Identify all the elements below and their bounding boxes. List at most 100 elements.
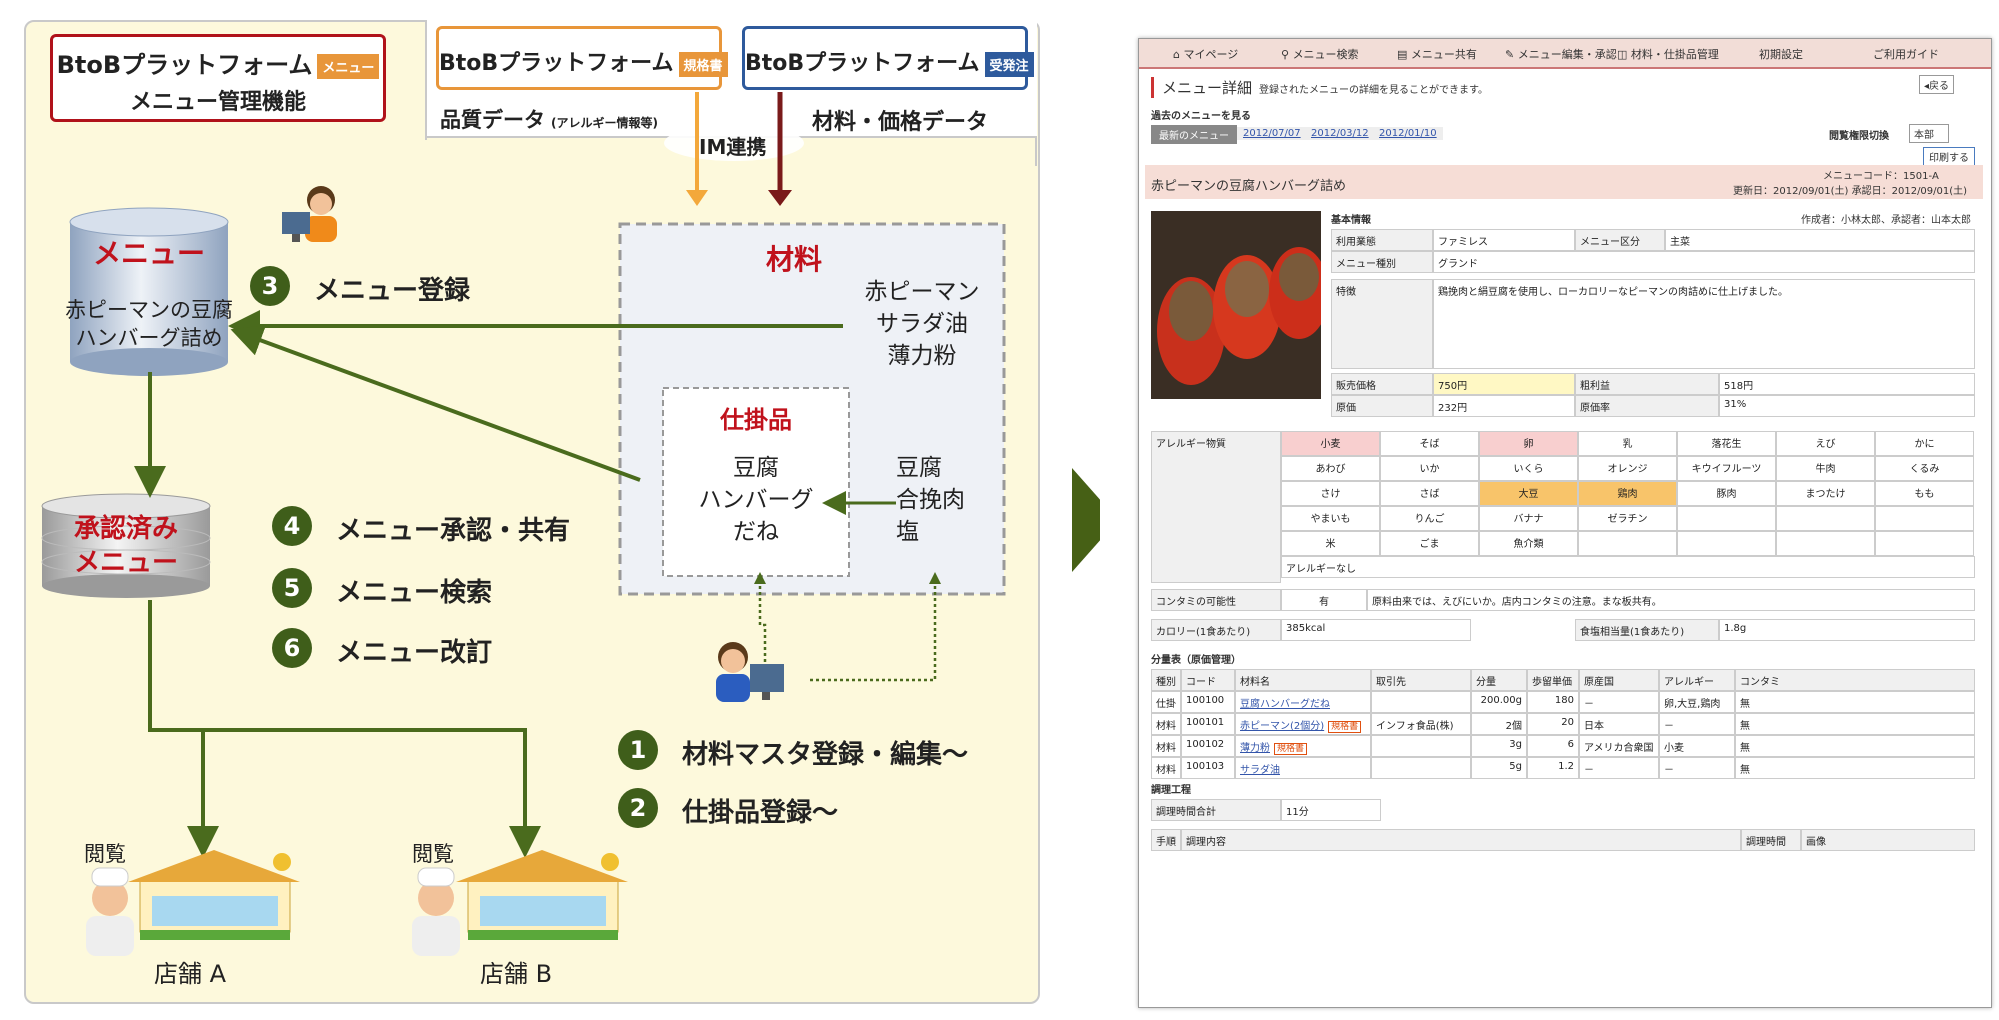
spec-badge[interactable]: 規格書 — [1328, 721, 1362, 733]
nav-settings[interactable]: 初期設定 — [1759, 48, 1803, 61]
history-tab[interactable]: 2012/01/10 — [1373, 127, 1443, 140]
salt-value: 1.8g — [1719, 619, 1975, 641]
recipe-cell: 仕掛 — [1151, 691, 1181, 713]
allergen-cell — [1677, 506, 1776, 531]
recipe-header-cell: コンタミ — [1735, 669, 1975, 691]
menu-code: メニューコード：1501-A — [1823, 171, 1939, 182]
platform-spec-tag: 規格書 — [678, 51, 728, 77]
nav-guide[interactable]: ご利用ガイド — [1873, 48, 1939, 61]
recipe-cell: 無 — [1735, 757, 1975, 779]
recipe-cell: － — [1579, 757, 1659, 779]
biz-label: 利用業態 — [1331, 229, 1433, 251]
platform-order-box: BtoBプラットフォーム受発注 — [742, 26, 1034, 90]
allergen-cell — [1875, 506, 1974, 531]
allergen-cell: 大豆 — [1479, 481, 1578, 506]
print-button[interactable]: 印刷する — [1923, 147, 1975, 166]
recipe-cell[interactable]: 豆腐ハンバーグだね — [1235, 691, 1371, 713]
recipe-cell: － — [1579, 691, 1659, 713]
store-a-label: 店舗 A — [154, 960, 227, 988]
recipe-cell[interactable]: サラダ油 — [1235, 757, 1371, 779]
recipe-cell: 材料 — [1151, 713, 1181, 735]
allergen-cell: いか — [1380, 456, 1479, 481]
menu-photo — [1151, 211, 1321, 399]
step-6-text: メニュー改訂 — [336, 638, 493, 668]
allergen-cell: キウイフルーツ — [1677, 456, 1776, 481]
recipe-material-link[interactable]: 豆腐ハンバーグだね — [1240, 699, 1330, 710]
platform-menu-box: BtoBプラットフォームメニュー メニュー管理機能 — [50, 34, 386, 122]
history-tab[interactable]: 2012/03/12 — [1305, 127, 1375, 140]
recipe-cell: アメリカ合衆国 — [1579, 735, 1659, 757]
step-5-text: メニュー検索 — [336, 578, 493, 608]
user-icon-bottom — [716, 642, 784, 702]
biz-value: ファミレス — [1433, 229, 1575, 251]
recipe-material-link[interactable]: サラダ油 — [1240, 765, 1280, 776]
recipe-header-cell: アレルギー — [1659, 669, 1735, 691]
ratio-value: 31% — [1719, 395, 1975, 417]
user-icon-top — [282, 186, 337, 242]
recipe-cell-text: 20 — [1561, 717, 1574, 728]
step-1-text: 材料マスタ登録・編集～ — [682, 740, 969, 770]
platform-menu-tag: メニュー — [317, 53, 380, 79]
calorie-label: カロリー(1食あたり) — [1151, 619, 1281, 641]
recipe-cell-text: － — [1664, 721, 1674, 732]
recipe-material-link[interactable]: 赤ピーマン(2個分) — [1240, 721, 1325, 732]
recipe-material-link[interactable]: 薄力粉 — [1240, 743, 1270, 754]
recipe-cell: 200.00g — [1471, 691, 1527, 713]
history-tab[interactable]: 2012/07/07 — [1237, 127, 1307, 140]
nav-menu-share[interactable]: ▤ メニュー共有 — [1397, 48, 1477, 61]
nav-material[interactable]: ◫ 材料・仕掛品管理 — [1617, 48, 1719, 61]
nav-menu-search[interactable]: ⚲ メニュー検索 — [1281, 48, 1359, 61]
recipe-cell-text: － — [1664, 765, 1674, 776]
recipe-cell-text: 100103 — [1186, 761, 1225, 772]
cook-time-value: 11分 — [1281, 799, 1381, 821]
permission-label: 閲覧権限切換 — [1829, 131, 1889, 142]
im-link-label: IM連携 — [699, 135, 767, 159]
allergy-label: アレルギー物質 — [1151, 431, 1281, 583]
order-arrow-head — [768, 190, 792, 206]
price-label: 販売価格 — [1331, 373, 1433, 395]
spec-badge[interactable]: 規格書 — [1274, 743, 1308, 755]
wip-to-menu-arrow — [230, 325, 641, 482]
recipe-cell[interactable]: 薄力粉規格書 — [1235, 735, 1371, 757]
allergen-cell: バナナ — [1479, 506, 1578, 531]
nav-mypage[interactable]: ⌂ マイページ — [1173, 48, 1239, 61]
recipe-cell: 材料 — [1151, 757, 1181, 779]
allergen-cell: くるみ — [1875, 456, 1974, 481]
back-button[interactable]: ◂戻る — [1919, 75, 1955, 94]
nav-menu-edit[interactable]: ✎ メニュー編集・承認 — [1505, 48, 1617, 61]
diagram-connectors — [41, 92, 1100, 956]
allergen-cell: やまいも — [1281, 506, 1380, 531]
recipe-cell: 無 — [1735, 735, 1975, 757]
allergen-cell: 鶏肉 — [1578, 481, 1677, 506]
recipe-header-cell: 歩留単価 — [1527, 669, 1579, 691]
menu-db-item: 赤ピーマンの豆腐ハンバーグ詰め — [65, 298, 233, 350]
allergen-cell: あわび — [1281, 456, 1380, 481]
recipe-cell[interactable]: 赤ピーマン(2個分)規格書 — [1235, 713, 1371, 735]
wip-inputs: 豆腐合挽肉塩 — [896, 455, 965, 545]
step-2-text: 仕掛品登録～ — [682, 798, 839, 828]
recipe-cell-text: 卵,大豆,鶏肉 — [1664, 699, 1721, 710]
history-tab-latest[interactable]: 最新のメニュー — [1151, 125, 1237, 144]
recipe-cell: 20 — [1527, 713, 1579, 735]
cooking-label: 調理工程 — [1151, 785, 1191, 796]
allergen-cell: 米 — [1281, 531, 1380, 556]
recipe-cell-text: 材料 — [1156, 765, 1176, 776]
approved-to-store-b-arrow — [148, 600, 541, 858]
allergen-cell: かに — [1875, 431, 1974, 456]
allergen-cell: まつたけ — [1776, 481, 1875, 506]
recipe-cell: － — [1659, 713, 1735, 735]
allergen-cell — [1677, 531, 1776, 556]
permission-select[interactable]: 本部 — [1909, 124, 1949, 143]
allergen-cell: えび — [1776, 431, 1875, 456]
menu-header-bar — [1145, 165, 1983, 199]
recipe-cell-text: 200.00g — [1480, 695, 1522, 706]
order-caption: 材料・価格データ — [812, 110, 989, 135]
step-4-badge: 4 — [272, 506, 312, 546]
profit-label: 粗利益 — [1575, 373, 1719, 395]
page-title: メニュー詳細 — [1151, 77, 1252, 98]
recipe-cell-text: アメリカ合衆国 — [1584, 743, 1654, 754]
spec-caption: 品質データ(アレルギー情報等) — [440, 108, 658, 132]
platform-menu-subtitle: メニュー管理機能 — [129, 90, 306, 115]
step-col-header: 調理時間 — [1741, 829, 1801, 851]
recipe-cell-text: 無 — [1740, 743, 1750, 754]
